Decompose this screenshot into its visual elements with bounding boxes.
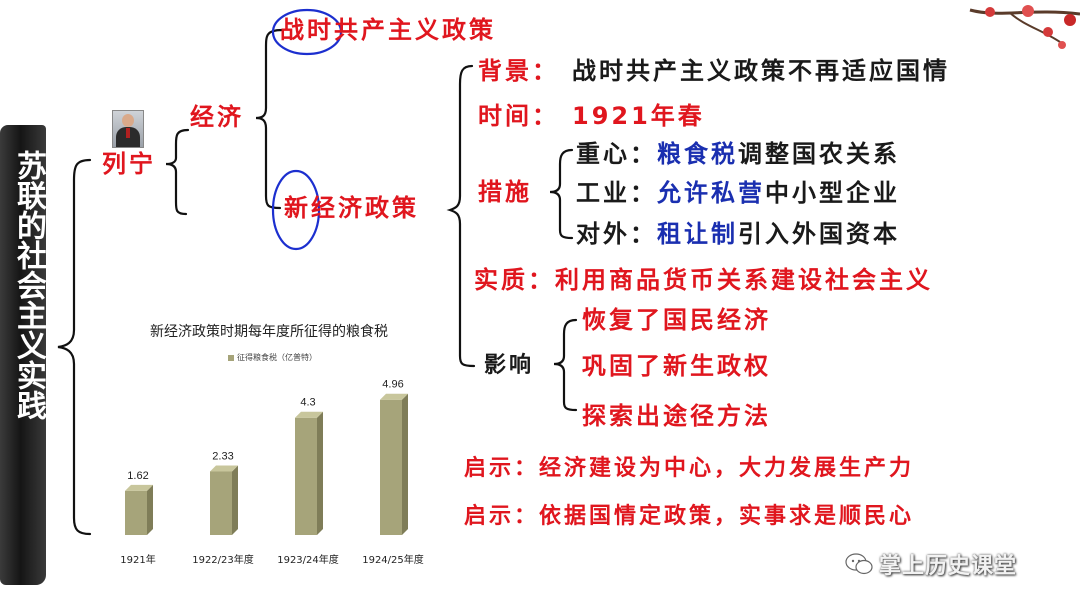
legend-label: 征得粮食税（亿普特） — [237, 353, 317, 362]
x-tick-label: 1924/25年度 — [362, 553, 424, 566]
x-tick-label: 1922/23年度 — [192, 553, 254, 566]
measure-focus: 重心：粮食税调整国农关系 — [576, 142, 900, 166]
measure-industry-key: 允许私营 — [657, 179, 765, 207]
measure-foreign-label: 对外： — [576, 220, 657, 248]
bar-value-label: 4.3 — [300, 397, 315, 409]
influence-3: 探索出途径方法 — [582, 402, 771, 430]
insight-1: 启示：经济建设为中心，大力发展生产力 — [464, 456, 915, 481]
nep-label: 新经济政策 — [284, 194, 419, 222]
measure-focus-label: 重心： — [576, 140, 657, 168]
measure-focus-text: 调整国农关系 — [738, 140, 900, 168]
background-label: 背景： — [478, 57, 559, 85]
chart-title: 新经济政策时期每年度所征得的粮食税 — [150, 324, 388, 340]
measure-foreign: 对外：租让制引入外国资本 — [576, 222, 900, 246]
bar-value-label: 2.33 — [212, 450, 233, 462]
time-label: 时间： — [478, 102, 559, 130]
bar-value-label: 1.62 — [127, 470, 148, 482]
measures-label: 措施 — [478, 178, 532, 206]
measure-foreign-text: 引入外国资本 — [738, 220, 900, 248]
time-text: 1921年春 — [572, 102, 705, 130]
measure-industry-label: 工业： — [576, 179, 657, 207]
banner-title: 苏联的社会主义实践 — [11, 150, 46, 420]
grain-tax-chart: 1.62 1921年 2.33 1922/23年度 4.3 1923/24年度 4.96 19… — [120, 379, 424, 566]
x-tick-label: 1921年 — [120, 553, 155, 566]
influence-1: 恢复了国民经济 — [582, 306, 771, 334]
chart-bar — [295, 411, 323, 535]
watermark-text: 掌上历史课堂 — [879, 554, 1018, 579]
title-banner — [0, 125, 46, 585]
essence-text: 实质：利用商品货币关系建设社会主义 — [474, 266, 933, 294]
war-communism-label: 战时共产主义政策 — [280, 16, 496, 44]
bar-value-label: 4.96 — [382, 379, 403, 391]
measure-industry-text: 中小型企业 — [765, 179, 900, 207]
x-tick-label: 1923/24年度 — [277, 553, 339, 566]
influence-2: 巩固了新生政权 — [582, 352, 771, 380]
chart-bar — [125, 484, 153, 535]
chart-bar — [380, 393, 408, 535]
lenin-portrait — [112, 110, 144, 148]
plum-blossom-decoration — [969, 5, 1080, 49]
measure-focus-key: 粮食税 — [657, 140, 738, 168]
economy-label: 经济 — [190, 103, 244, 131]
background-text: 战时共产主义政策不再适应国情 — [572, 57, 950, 85]
insight-2: 启示：依据国情定政策，实事求是顺民心 — [464, 504, 915, 529]
measure-industry: 工业：允许私营中小型企业 — [576, 181, 900, 205]
legend-swatch — [228, 354, 234, 361]
influence-label: 影响 — [484, 353, 535, 378]
chart-bar — [210, 465, 238, 535]
watermark: 掌上历史课堂 — [845, 548, 1017, 580]
chart-legend: 征得粮食税（亿普特） — [228, 352, 317, 363]
wechat-icon — [845, 553, 873, 575]
measure-foreign-key: 租让制 — [657, 220, 738, 248]
lenin-label: 列宁 — [102, 150, 156, 178]
